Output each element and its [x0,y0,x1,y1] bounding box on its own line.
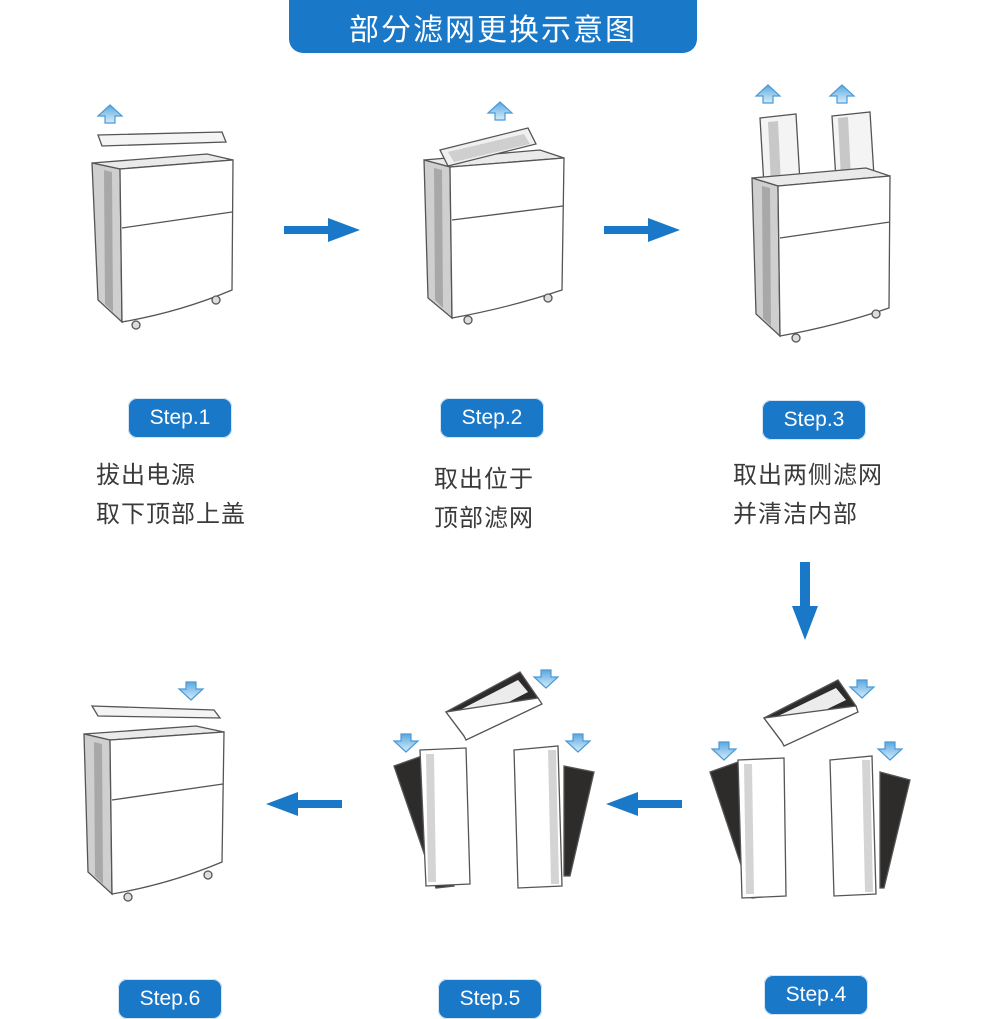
step-2-caption-line2: 顶部滤网 [434,504,534,532]
up-arrow-icon [829,84,855,104]
up-arrow-icon [755,84,781,104]
down-arrow-icon [877,741,903,761]
purifier-step1 [91,131,234,330]
step-5-badge: Step.5 [438,979,542,1019]
illustration-canvas [83,84,911,902]
down-arrow-icon [533,669,559,689]
step-1-caption: 拔出电源 取下顶部上盖 [96,456,246,534]
page-title: 部分滤网更换示意图 [289,0,697,53]
step-1-caption-line1: 拔出电源 [96,461,196,489]
down-arrow-icon [178,681,204,701]
step-3-caption: 取出两侧滤网 并清洁内部 [733,456,883,534]
step-3-caption-line1: 取出两侧滤网 [733,461,883,489]
down-arrow-icon [849,679,875,699]
arrow-right-icon [604,218,680,242]
arrow-left-icon [266,792,342,816]
new-filters-step5 [393,671,595,889]
step-4-badge: Step.4 [764,975,868,1015]
down-arrow-icon [565,733,591,753]
arrow-down-icon [792,562,818,640]
step-2-caption: 取出位于 顶部滤网 [434,460,534,538]
purifier-step3 [751,111,891,343]
new-filters-step4 [709,679,911,899]
down-arrow-icon [393,733,419,753]
purifier-step2 [423,127,565,325]
step-3-caption-line2: 并清洁内部 [733,500,858,528]
step-1-caption-line2: 取下顶部上盖 [96,500,246,528]
purifier-step6 [83,705,225,902]
step-2-badge: Step.2 [440,398,544,438]
arrow-left-icon [606,792,682,816]
step-1-badge: Step.1 [128,398,232,438]
step-6-badge: Step.6 [118,979,222,1019]
up-arrow-icon [487,101,513,121]
step-3-badge: Step.3 [762,400,866,440]
step-2-caption-line1: 取出位于 [434,465,534,493]
up-arrow-icon [97,104,123,124]
arrow-right-icon [284,218,360,242]
down-arrow-icon [711,741,737,761]
